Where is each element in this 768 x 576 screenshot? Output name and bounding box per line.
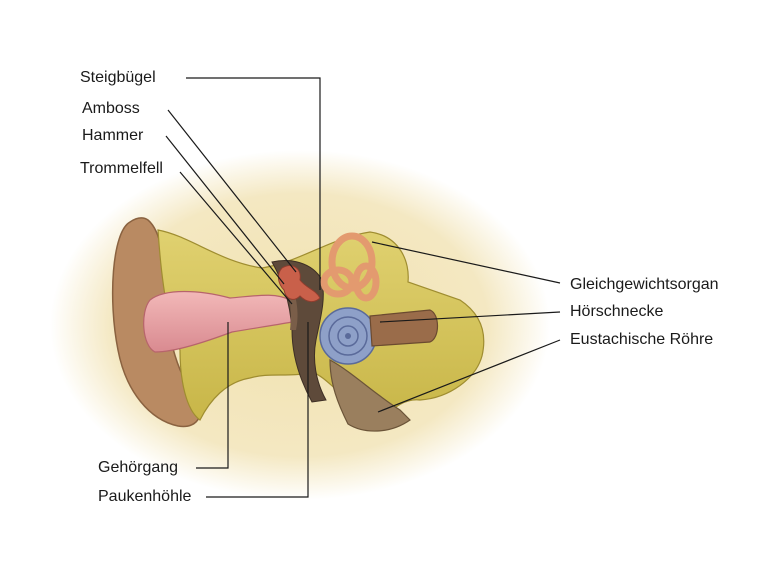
semicircular-canals [320,232,380,302]
label-amboss: Amboss [82,100,140,117]
eustachian-tube [329,358,411,432]
temporal-bone [157,229,485,421]
auditory-nerve [369,309,439,347]
label-paukenhoehle: Paukenhöhle [98,488,192,505]
leader-steigbuegel [186,77,321,290]
leader-gleichgewichtsorgan [371,241,561,284]
label-hoerschnecke: Hörschnecke [570,303,664,320]
label-hammer: Hammer [82,127,144,144]
label-eustachische-roehre: Eustachische Röhre [570,331,714,348]
leader-eustachische-roehre [377,339,561,413]
label-gehoergang: Gehörgang [98,459,179,476]
ossicles [277,265,321,303]
ear-canal [143,290,293,353]
leader-paukenhoehle [206,322,309,498]
leader-hammer [165,135,285,285]
leader-amboss [167,109,297,273]
leader-trommelfell [179,171,293,305]
label-gleichgewichtsorgan: Gleichgewichtsorgan [570,276,719,293]
leader-gehoergang [196,322,229,469]
leader-hoerschnecke [379,311,561,323]
eardrum [284,278,298,330]
label-trommelfell: Trommelfell [80,160,163,177]
cochlea [319,307,377,365]
label-steigbuegel: Steigbügel [80,69,156,86]
